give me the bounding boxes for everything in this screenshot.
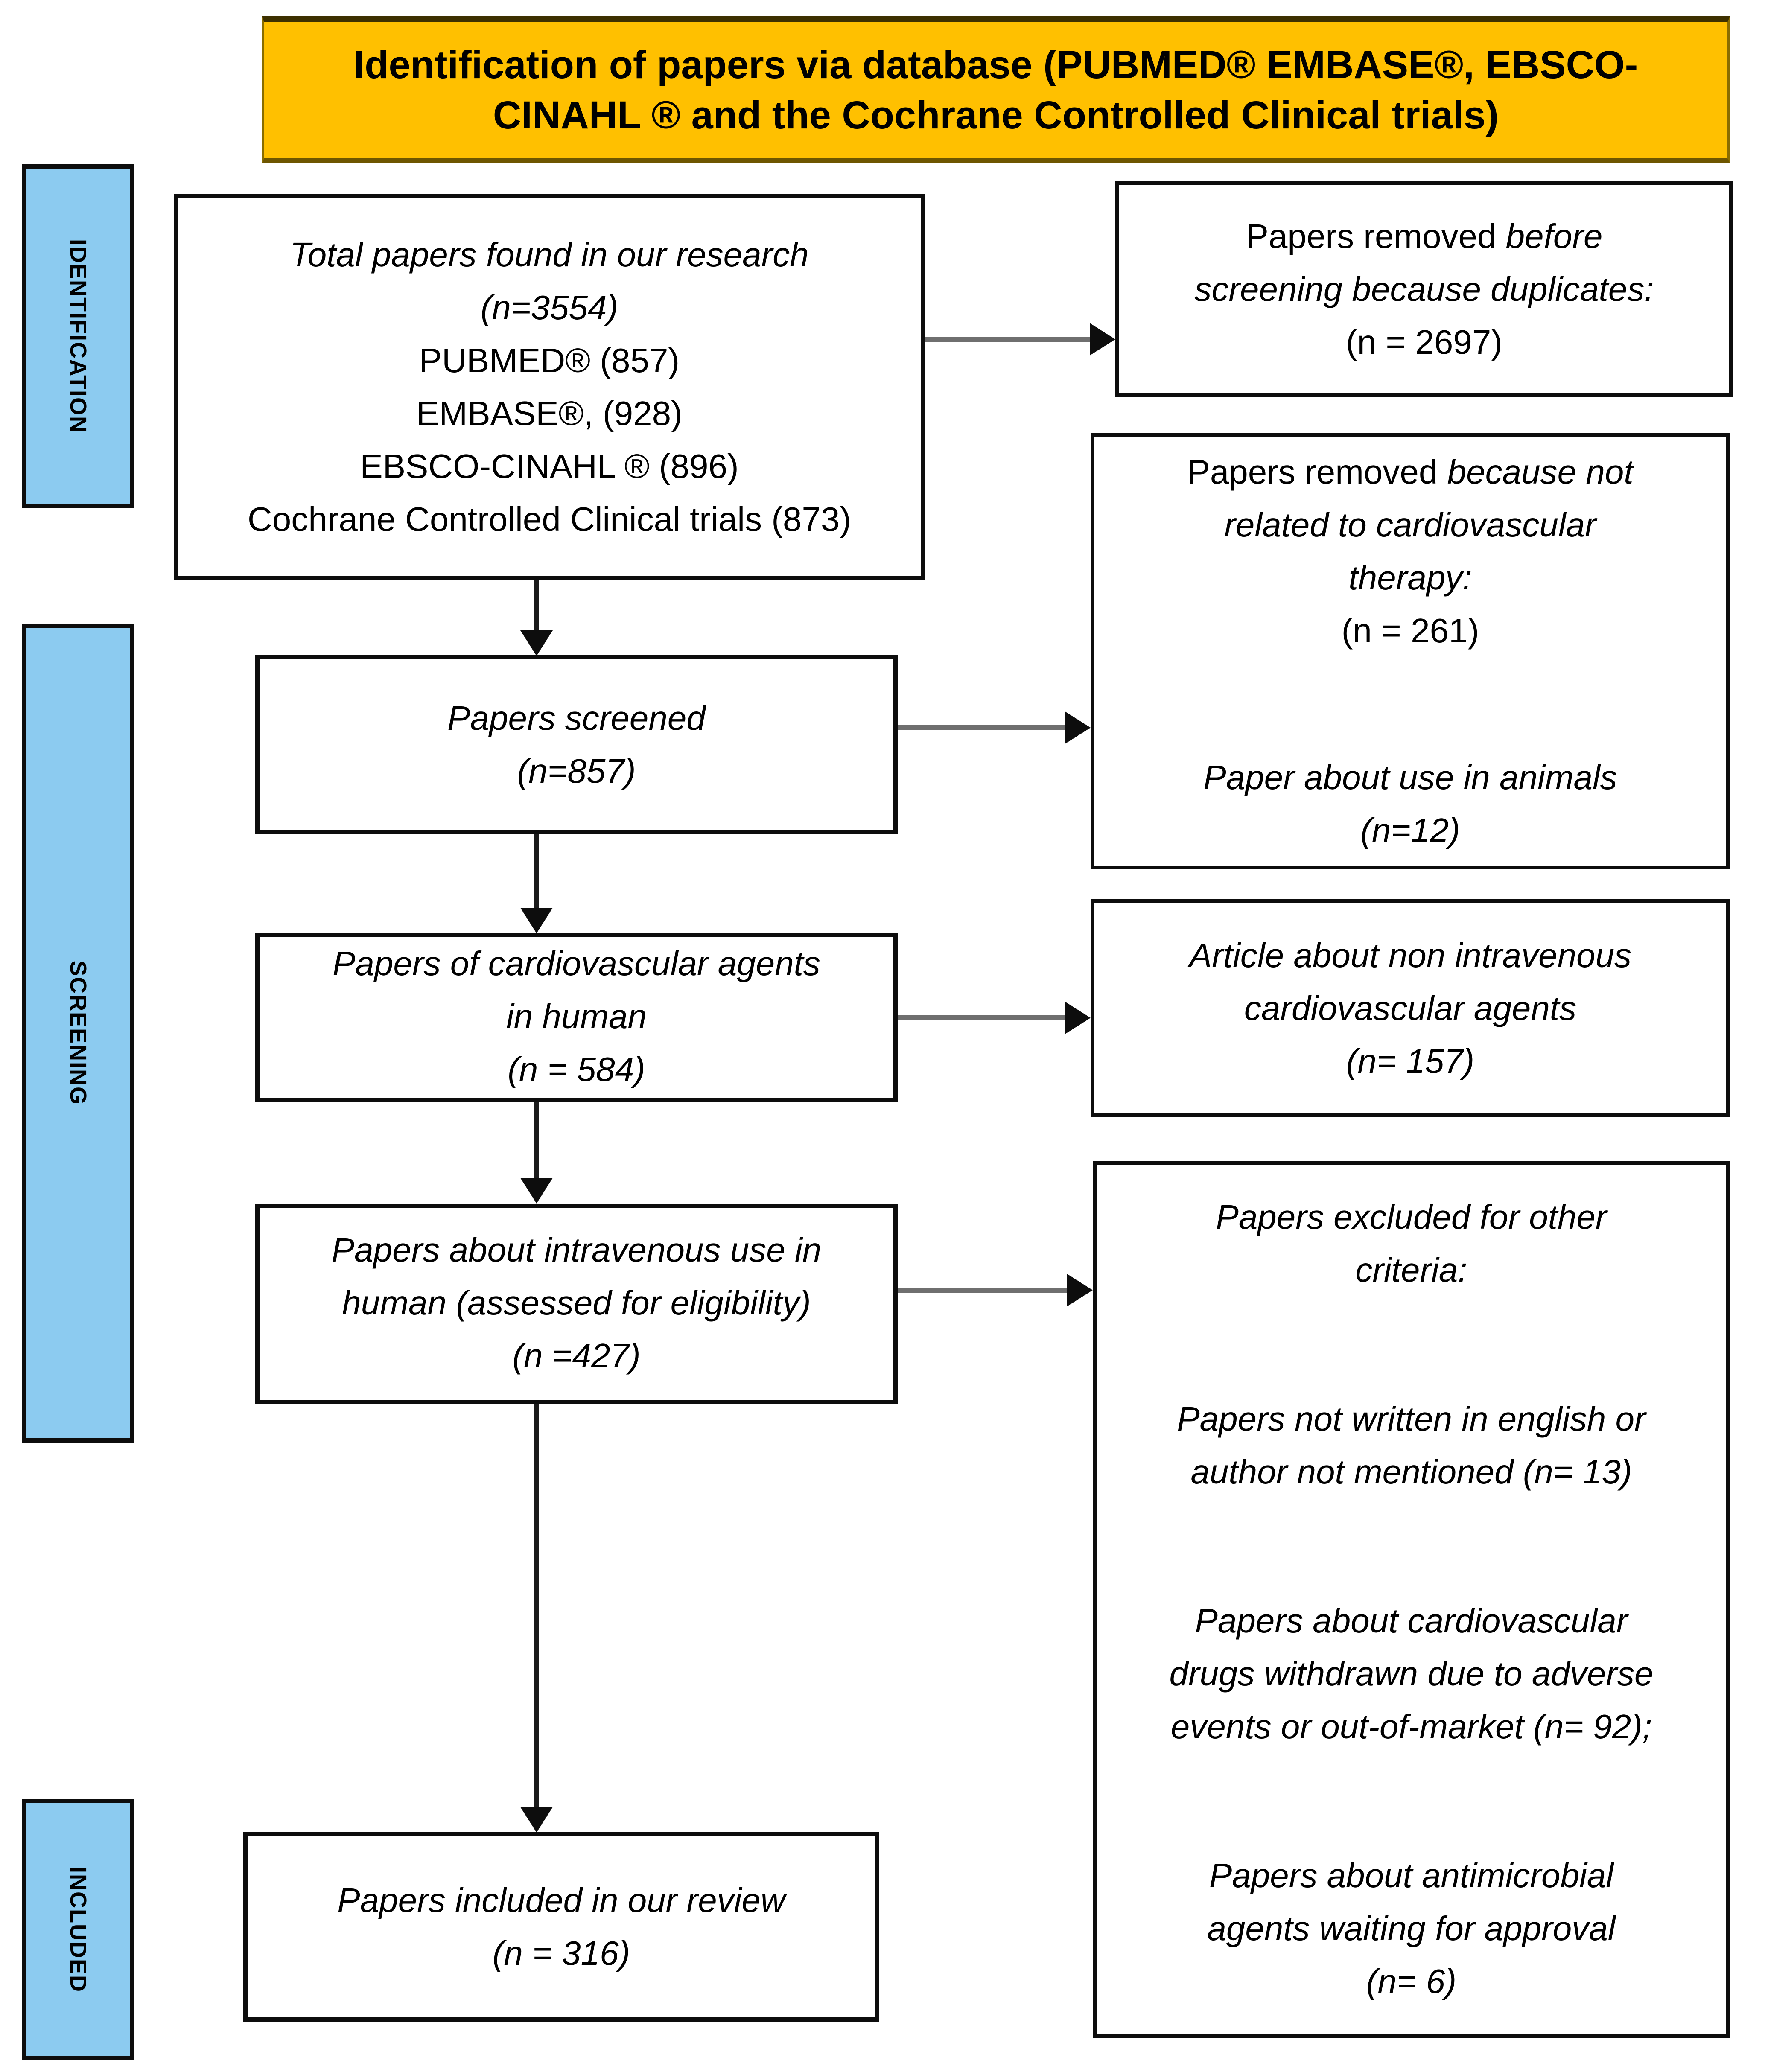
connector-intravenous-to-excluded bbox=[898, 1288, 1069, 1293]
arrowhead-total-to-screened bbox=[520, 630, 553, 656]
box-papers-included-review: Papers included in our review(n = 316) bbox=[243, 1832, 879, 2022]
stage-label-identification: IDENTIFICATION bbox=[22, 164, 134, 508]
connector-intravenous-to-included bbox=[534, 1404, 539, 1808]
box-papers-included-text: Papers included in our review(n = 316) bbox=[337, 1881, 785, 1972]
box-papers-screened-text: Papers screened(n=857) bbox=[447, 699, 706, 790]
box-animals-paragraph: Paper about use in animals(n=12) bbox=[1203, 758, 1617, 849]
box-total-papers-text: Total papers found in our research(n=355… bbox=[248, 235, 851, 538]
connector-total-to-duplicates bbox=[925, 337, 1091, 342]
box-papers-screened: Papers screened(n=857) bbox=[255, 655, 898, 834]
arrowhead-screened-to-removed bbox=[1065, 711, 1091, 744]
arrowhead-intravenous-to-included bbox=[520, 1807, 553, 1833]
box-total-papers-found: Total papers found in our research(n=355… bbox=[174, 194, 925, 580]
title-line-2: CINAHL ® and the Cochrane Controlled Cli… bbox=[493, 93, 1499, 137]
connector-cardio-to-nonintravenous bbox=[898, 1015, 1067, 1020]
arrowhead-cardio-to-nonintravenous bbox=[1065, 1002, 1091, 1034]
connector-screened-to-removed bbox=[898, 725, 1067, 730]
arrowhead-cardio-to-intravenous bbox=[520, 1178, 553, 1204]
connector-screened-to-cardio bbox=[534, 834, 539, 909]
diagram-title-banner: Identification of papers via database (P… bbox=[262, 16, 1730, 163]
arrowhead-intravenous-to-excluded bbox=[1067, 1274, 1093, 1306]
stage-label-included: INCLUDED bbox=[22, 1799, 134, 2060]
stage-label-screening: SCREENING bbox=[22, 624, 134, 1443]
arrowhead-screened-to-cardio bbox=[520, 908, 553, 933]
connector-cardio-to-intravenous bbox=[534, 1102, 539, 1180]
connector-total-to-screened bbox=[534, 580, 539, 631]
title-line-1: Identification of papers via database (P… bbox=[353, 43, 1638, 87]
arrowhead-total-to-duplicates bbox=[1090, 323, 1115, 356]
